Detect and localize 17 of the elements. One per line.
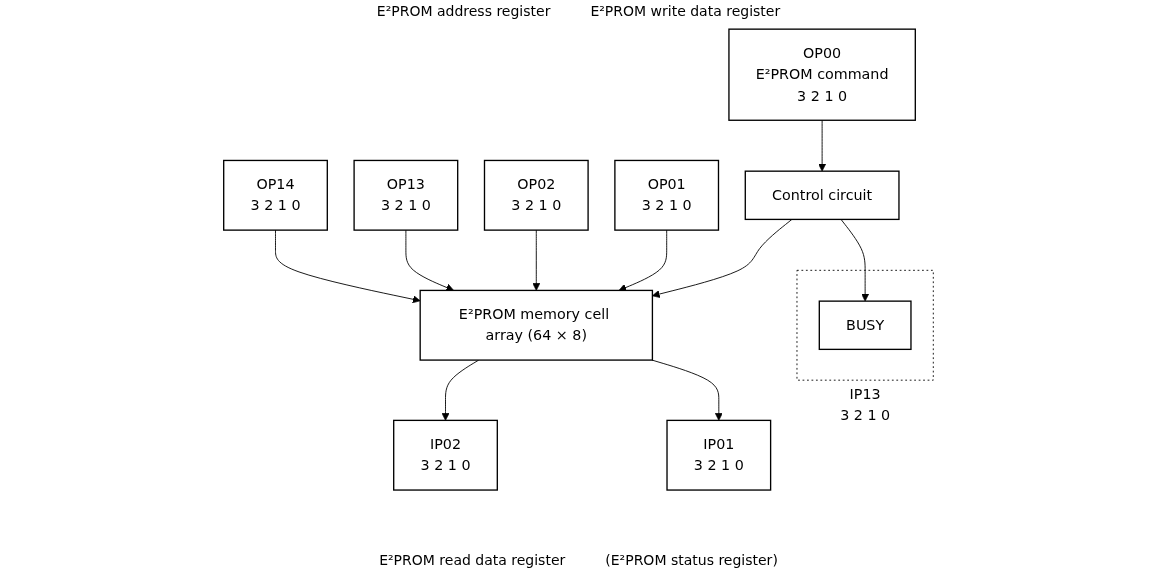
node-label: 3 2 1 0 bbox=[840, 406, 891, 424]
node-box: BUSY bbox=[818, 300, 912, 351]
node-box: IP01 3 2 1 0 bbox=[666, 419, 772, 491]
register-group-label: (E²PROM status register) bbox=[605, 552, 778, 568]
node-box: OP13 3 2 1 0 bbox=[353, 159, 459, 231]
register-group-label: E²PROM address register bbox=[376, 3, 551, 19]
register-group-label: E²PROM read data register bbox=[379, 552, 566, 568]
node-box: E²PROM memory cell array (64 × 8) bbox=[419, 289, 654, 361]
node-box: IP02 3 2 1 0 bbox=[393, 419, 498, 491]
node-box: Control circuit bbox=[744, 170, 900, 221]
register-group-label: E²PROM write data register bbox=[590, 3, 781, 19]
node-box: OP00 E²PROM command 3 2 1 0 bbox=[728, 28, 916, 121]
cluster bbox=[796, 269, 934, 381]
node-box: OP14 3 2 1 0 bbox=[223, 159, 328, 231]
node-box: OP02 3 2 1 0 bbox=[483, 159, 589, 231]
node-box: OP01 3 2 1 0 bbox=[614, 159, 720, 231]
node-label: IP13 bbox=[849, 385, 881, 403]
